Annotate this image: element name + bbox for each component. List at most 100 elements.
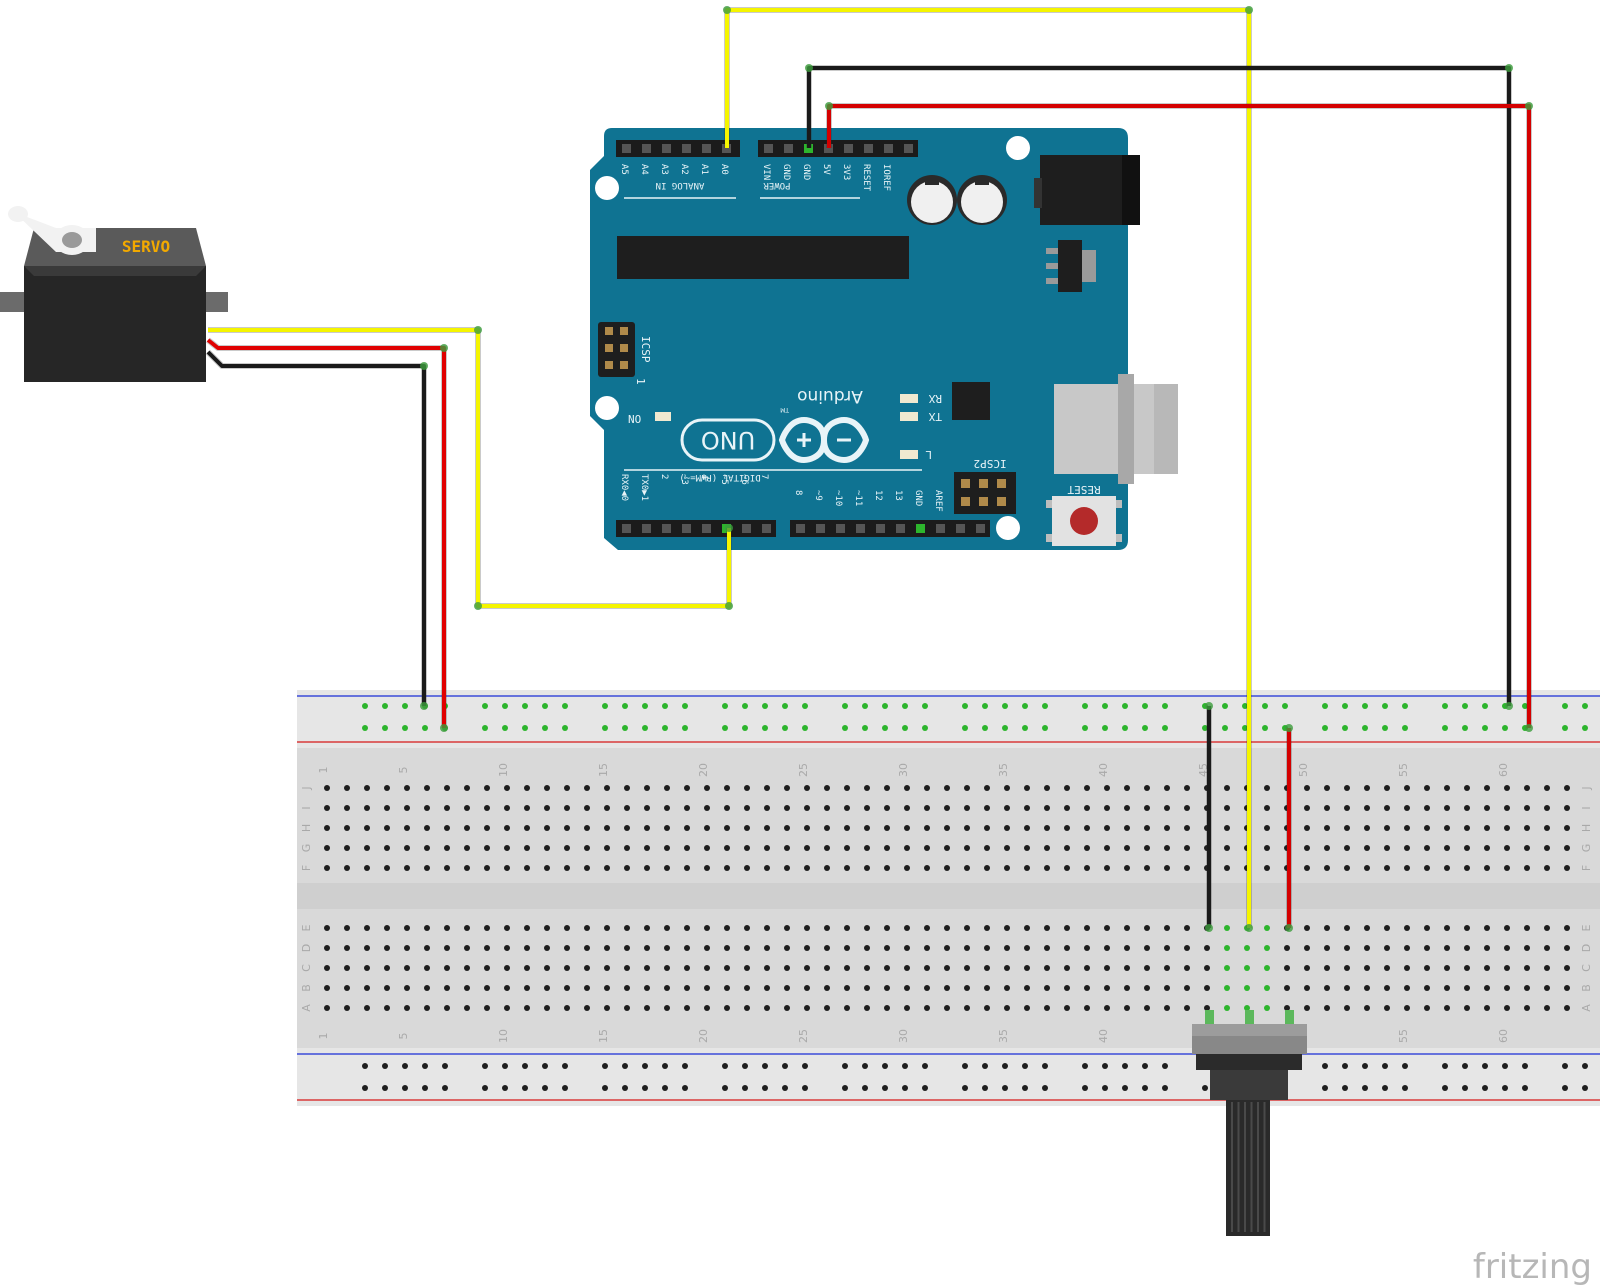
breadboard-hole	[1004, 785, 1010, 791]
rail-hole	[1262, 725, 1268, 731]
digital-pin-label: ~5	[719, 474, 729, 485]
voltage-regulator	[1046, 240, 1096, 292]
breadboard-hole	[1464, 945, 1470, 951]
breadboard-hole	[684, 925, 690, 931]
breadboard-hole	[1444, 965, 1450, 971]
breadboard-hole	[1044, 865, 1050, 871]
header-pin	[864, 144, 873, 153]
breadboard-hole	[664, 1005, 670, 1011]
rail-hole	[1402, 1085, 1408, 1091]
breadboard-hole	[1224, 965, 1230, 971]
breadboard-hole	[344, 805, 350, 811]
breadboard-hole	[1364, 965, 1370, 971]
breadboard-hole	[624, 785, 630, 791]
breadboard-hole	[1404, 865, 1410, 871]
breadboard-hole	[1164, 785, 1170, 791]
breadboard-hole	[1084, 965, 1090, 971]
wire-endpoint	[1285, 924, 1293, 932]
breadboard-hole	[964, 945, 970, 951]
breadboard-hole	[1244, 965, 1250, 971]
rail-hole	[1142, 1063, 1148, 1069]
breadboard-hole	[1164, 865, 1170, 871]
breadboard-hole	[964, 785, 970, 791]
mounting-hole	[996, 516, 1020, 540]
rail-hole	[402, 1085, 408, 1091]
breadboard-hole	[1524, 785, 1530, 791]
rail-hole	[1442, 725, 1448, 731]
breadboard-hole	[824, 845, 830, 851]
breadboard-hole	[984, 865, 990, 871]
rail-hole	[762, 1085, 768, 1091]
breadboard-hole	[1344, 845, 1350, 851]
breadboard-hole	[484, 805, 490, 811]
row-letter: D	[300, 944, 313, 952]
breadboard-hole	[764, 805, 770, 811]
breadboard-hole	[884, 825, 890, 831]
rail-hole	[782, 703, 788, 709]
breadboard-hole	[1464, 825, 1470, 831]
mounting-hole	[595, 176, 619, 200]
column-number: 60	[1497, 763, 1510, 777]
rail-hole	[1582, 725, 1588, 731]
breadboard-hole	[764, 865, 770, 871]
rail-hole	[422, 1063, 428, 1069]
breadboard-hole	[924, 825, 930, 831]
breadboard-hole	[1184, 785, 1190, 791]
breadboard-hole	[584, 845, 590, 851]
rail-hole	[1482, 1085, 1488, 1091]
column-number: 20	[697, 763, 710, 777]
breadboard-hole	[1264, 805, 1270, 811]
rail-hole	[1262, 703, 1268, 709]
breadboard-hole	[1304, 785, 1310, 791]
rail-hole	[802, 1085, 808, 1091]
breadboard-hole	[1044, 845, 1050, 851]
rail-hole	[902, 1085, 908, 1091]
breadboard-hole	[824, 985, 830, 991]
icsp2-pin	[961, 479, 970, 488]
rail-hole	[602, 725, 608, 731]
rail-hole	[742, 1063, 748, 1069]
breadboard-hole	[344, 965, 350, 971]
icsp2-pin	[961, 497, 970, 506]
uno-badge	[680, 418, 776, 462]
breadboard-hole	[584, 785, 590, 791]
rail-hole	[1082, 725, 1088, 731]
uno-text: UNO	[701, 426, 755, 454]
breadboard-hole	[604, 805, 610, 811]
breadboard-hole	[724, 845, 730, 851]
breadboard-hole	[664, 805, 670, 811]
breadboard-hole	[644, 1005, 650, 1011]
breadboard-hole	[1104, 945, 1110, 951]
breadboard-hole	[964, 865, 970, 871]
rail-hole	[402, 725, 408, 731]
rail-hole	[1102, 1085, 1108, 1091]
rail-hole	[622, 703, 628, 709]
breadboard-hole	[1424, 1005, 1430, 1011]
breadboard-hole	[1324, 805, 1330, 811]
breadboard-hole	[664, 945, 670, 951]
breadboard-hole	[424, 845, 430, 851]
rail-hole	[1462, 703, 1468, 709]
digital-pin-label: 7	[759, 474, 769, 479]
breadboard-hole	[744, 925, 750, 931]
breadboard-hole	[444, 1005, 450, 1011]
breadboard-hole	[1484, 825, 1490, 831]
breadboard-hole	[464, 945, 470, 951]
rail-hole	[1002, 703, 1008, 709]
breadboard-hole	[324, 965, 330, 971]
row-letter: B	[300, 984, 313, 992]
breadboard-hole	[524, 985, 530, 991]
breadboard-hole	[564, 965, 570, 971]
breadboard-hole	[584, 925, 590, 931]
breadboard-hole	[1464, 965, 1470, 971]
header-pin	[904, 144, 913, 153]
breadboard-hole	[1304, 805, 1310, 811]
breadboard-hole	[544, 845, 550, 851]
header-pin	[936, 524, 945, 533]
breadboard-hole	[724, 865, 730, 871]
breadboard-hole	[664, 925, 670, 931]
breadboard-hole	[1324, 925, 1330, 931]
rail-hole	[1362, 725, 1368, 731]
breadboard-hole	[624, 845, 630, 851]
